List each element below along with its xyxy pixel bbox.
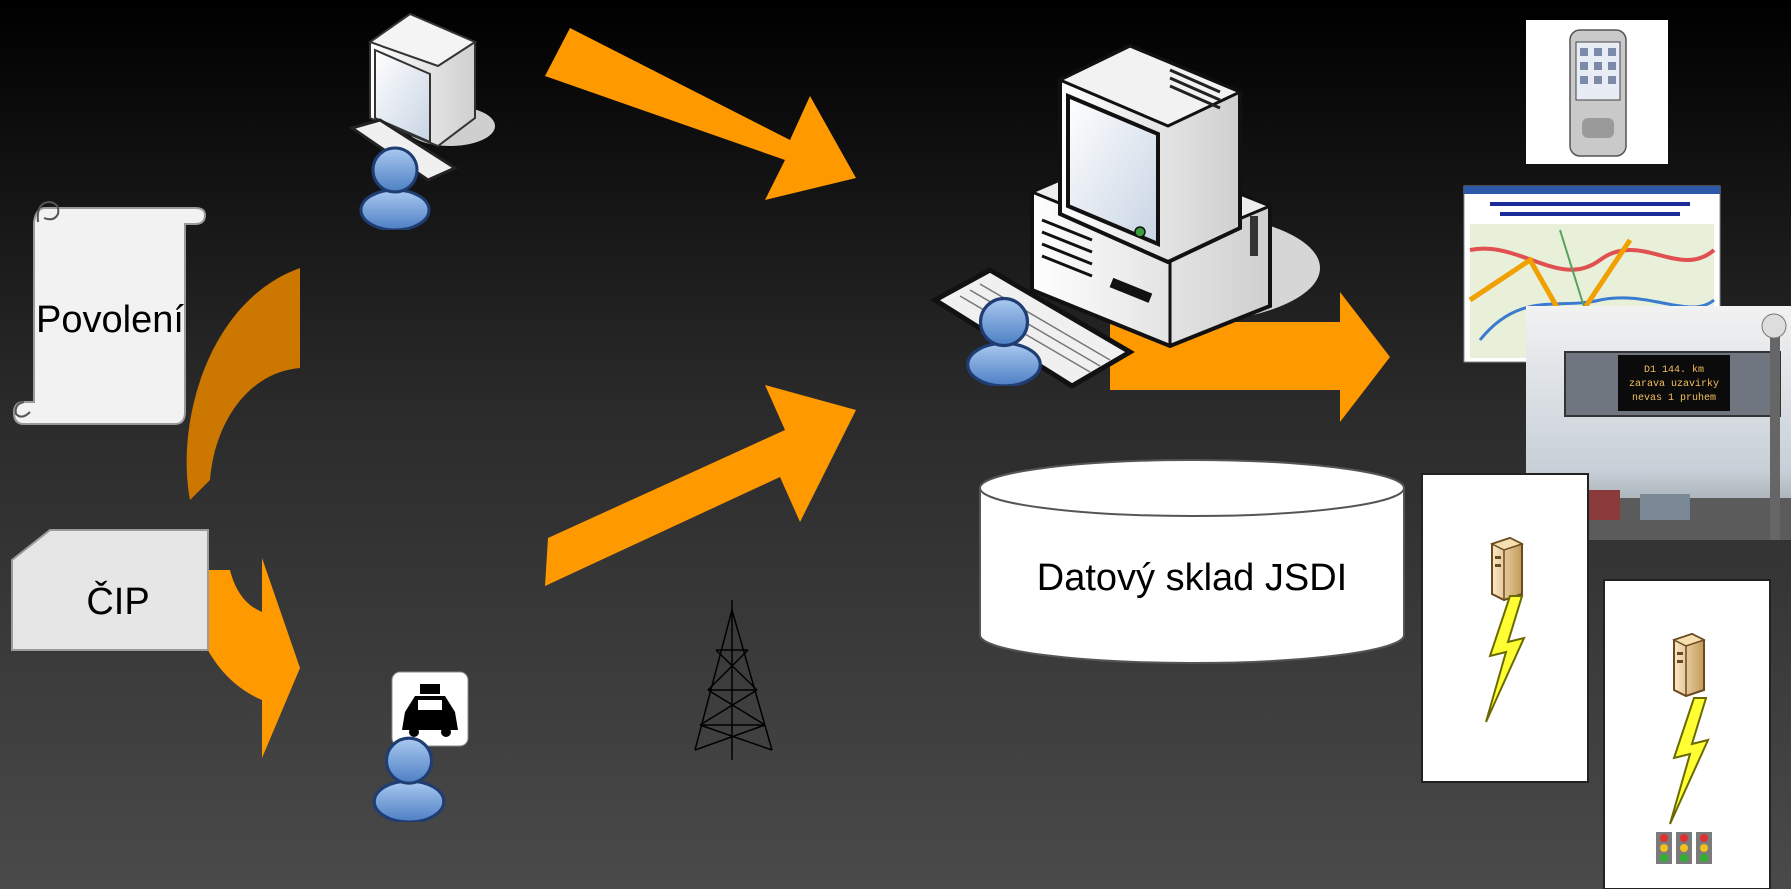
workstation-small: [348, 12, 495, 182]
radio-tower-icon: [694, 600, 773, 760]
central-computer: [930, 43, 1320, 389]
permit-scroll: Povolení: [12, 200, 207, 425]
user-icon: [372, 736, 446, 822]
curved-arrow-to-taxi-user: [185, 558, 300, 758]
permit-label: Povolení: [36, 299, 184, 341]
server-icon: [1673, 633, 1705, 697]
cip-label: ČIP: [86, 579, 149, 623]
cip-card: ČIP: [11, 529, 209, 651]
server-icon: [1491, 537, 1523, 601]
vms-line-1: D1 144. km: [1644, 364, 1704, 376]
vms-line-3: nevas 1 pruhem: [1632, 392, 1716, 404]
arrow-to-central-computer-bottom: [545, 385, 856, 586]
warehouse-label: Datový sklad JSDI: [1037, 557, 1347, 599]
curved-arrow-to-permit: [186, 268, 300, 500]
sensor-panel-2: [1603, 579, 1771, 889]
pda-icon: [1526, 20, 1668, 164]
data-warehouse: Datový sklad JSDI: [979, 459, 1405, 664]
vms-line-2: zarava uzavirky: [1629, 378, 1719, 390]
arrow-to-central-computer-top: [545, 28, 856, 200]
taxi-icon: [391, 671, 469, 747]
sensor-panel-1: [1421, 473, 1589, 783]
traffic-light-icon: [1656, 832, 1712, 864]
